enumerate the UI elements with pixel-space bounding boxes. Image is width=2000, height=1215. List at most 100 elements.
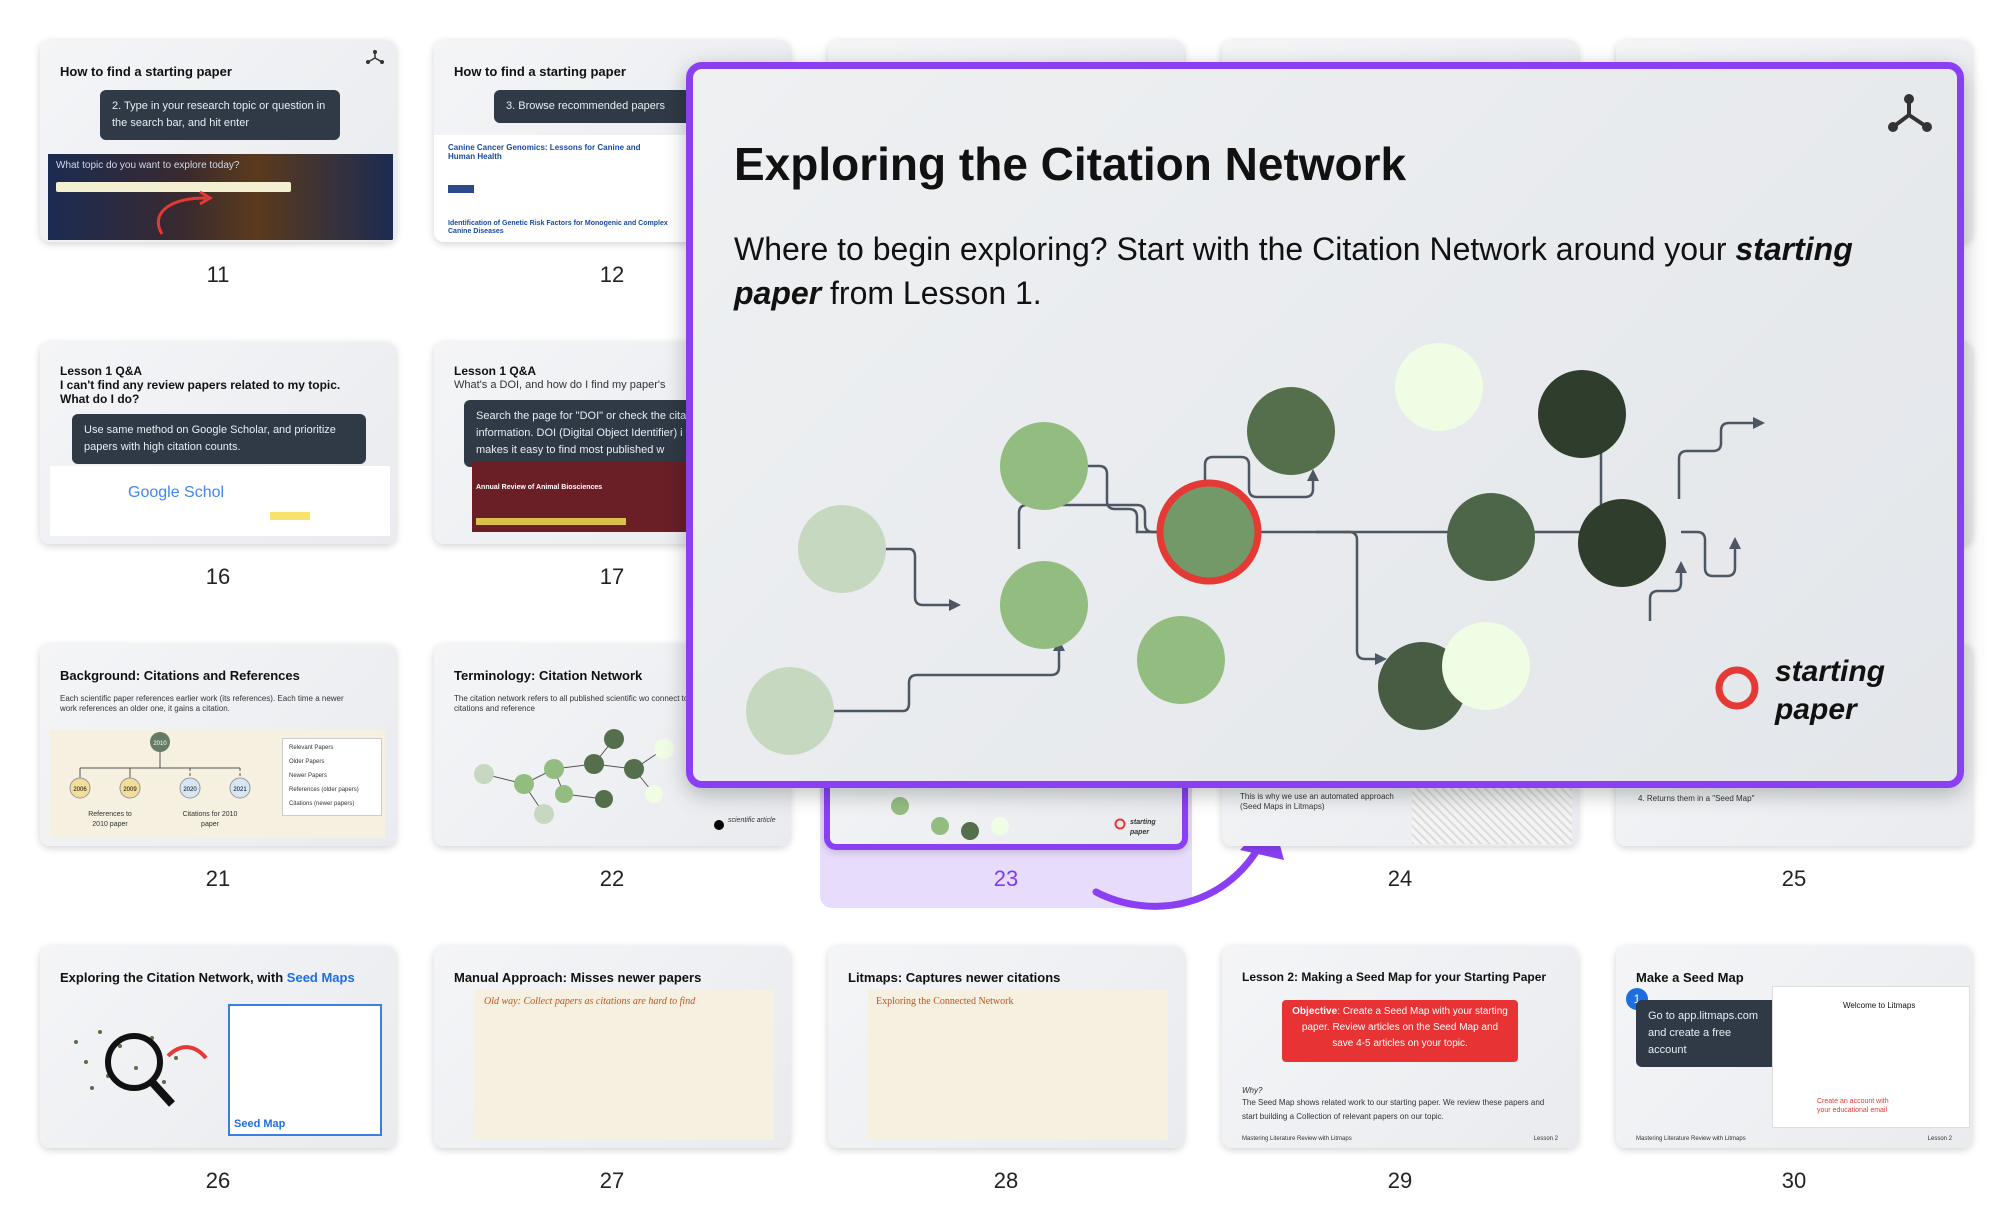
- doi-highlight: [476, 518, 626, 525]
- slide-footer-right: Lesson 2: [1533, 1136, 1558, 1142]
- journal-name: Annual Review of Animal Biosciences: [476, 484, 603, 491]
- instruction-callout: Go to app.litmaps.com and create a free …: [1636, 1000, 1780, 1067]
- slide-title: Make a Seed Map: [1636, 970, 1744, 985]
- google-scholar-logo: Google Schol: [128, 484, 225, 501]
- instruction-callout: 2. Type in your research topic or questi…: [100, 90, 340, 140]
- slide-title: Background: Citations and References: [60, 668, 300, 683]
- network-diagram: [474, 729, 674, 824]
- slide-subtitle: What's a DOI, and how do I find my paper…: [454, 379, 666, 391]
- highlight-cited: [270, 512, 310, 520]
- slide-number: 22: [599, 866, 625, 891]
- slide-title: Terminology: Citation Network: [454, 668, 643, 683]
- welcome-text: Welcome to Litmaps: [1843, 1001, 1916, 1010]
- zoom-slide-body: Where to begin exploring? Start with the…: [734, 231, 1853, 311]
- slide-number: 28: [993, 1168, 1019, 1193]
- slide-title: How to find a starting paper: [454, 64, 626, 79]
- network-node: [1395, 343, 1483, 431]
- zoom-slide-title: Exploring the Citation Network: [734, 138, 1407, 190]
- svg-text:2021: 2021: [233, 787, 247, 793]
- network-node: [1247, 387, 1335, 475]
- node-relevant: [150, 732, 170, 752]
- seed-map-label: Seed Map: [234, 1118, 286, 1130]
- diagram-panel: Exploring the Connected Network: [868, 990, 1168, 1140]
- litmaps-logo-icon: [366, 50, 384, 64]
- slide-number: 12: [599, 262, 625, 287]
- slide-number: 25: [1781, 866, 1807, 891]
- slide-number: 21: [205, 866, 231, 891]
- article-dot-icon: [714, 820, 724, 830]
- litmaps-screenshot: Welcome to Litmaps Create an account wit…: [1772, 986, 1970, 1128]
- slide-body: The citation network refers to all publi…: [454, 694, 769, 713]
- slide-thumbnail-21[interactable]: Background: Citations and References Eac…: [40, 644, 396, 846]
- slide-thumbnail-29[interactable]: Lesson 2: Making a Seed Map for your Sta…: [1222, 946, 1578, 1148]
- slide-title: Manual Approach: Misses newer papers: [454, 970, 702, 985]
- why-label: Why?: [1242, 1086, 1263, 1095]
- diagram-panel: 2010 2006 2009 2020 2021 References to 2…: [50, 730, 385, 838]
- result-title[interactable]: Identification of Genetic Risk Factors f…: [448, 220, 668, 235]
- network-node: [798, 505, 886, 593]
- journal-screenshot: Annual Review of Animal Biosciences: [472, 462, 692, 532]
- seed-map-preview[interactable]: Seed Map: [228, 1004, 382, 1136]
- slide-number: 30: [1781, 1168, 1807, 1193]
- slide-thumbnail-28[interactable]: Litmaps: Captures newer citations Explor…: [828, 946, 1184, 1148]
- citation-network-diagram: [746, 343, 1765, 755]
- slide-number: 29: [1387, 1168, 1413, 1193]
- network-node: [1447, 493, 1535, 581]
- citations-label: Citations for 2010 paper: [182, 811, 238, 828]
- legend-label: starting paper: [1130, 819, 1156, 836]
- svg-text:2006: 2006: [73, 787, 87, 793]
- account-note: Create an account with your educational …: [1817, 1098, 1889, 1114]
- slide-title: How to find a starting paper: [60, 64, 232, 79]
- slide-thumbnail-11[interactable]: How to find a starting paper 2. Type in …: [40, 40, 396, 242]
- slide-number: 17: [599, 564, 625, 589]
- slide-thumbnail-30[interactable]: Make a Seed Map 1 Go to app.litmaps.com …: [1616, 946, 1972, 1148]
- slide-footer-right: Lesson 2: [1927, 1136, 1952, 1142]
- slide-number: 23: [993, 866, 1019, 891]
- node-newer: [229, 777, 251, 799]
- red-arrow-icon: [156, 190, 213, 235]
- slide-number: 26: [205, 1168, 231, 1193]
- slide-body: This is why we use an automated approach…: [1240, 792, 1394, 811]
- diagram-subtitle: Exploring the Connected Network: [876, 996, 1014, 1007]
- starting-paper-node: [1156, 479, 1262, 585]
- references-label: References to 2010 paper: [88, 811, 132, 828]
- slide-title: Lesson 1 Q&A: [454, 364, 537, 378]
- network-node: [1000, 561, 1088, 649]
- network-node: [746, 667, 834, 755]
- diagram-subtitle: Old way: Collect papers as citations are…: [484, 996, 696, 1007]
- slide-number: 27: [599, 1168, 625, 1193]
- mini-network-diagram: [891, 797, 1009, 840]
- node-older: [69, 777, 91, 799]
- slide-footer: Mastering Literature Review with Litmaps: [1242, 1136, 1352, 1142]
- seed-maps-link[interactable]: Seed Maps: [286, 970, 355, 985]
- preview-button[interactable]: [448, 185, 474, 193]
- references-diagram: 2010 2006 2009 2020 2021: [69, 732, 251, 799]
- svg-text:2010: 2010: [153, 741, 167, 747]
- search-bar[interactable]: [56, 182, 291, 192]
- legend-label: scientific article: [728, 817, 776, 824]
- slide-thumbnail-27[interactable]: Manual Approach: Misses newer papers Old…: [434, 946, 790, 1148]
- scholar-screenshot: Google Schol: [50, 466, 390, 536]
- slide-thumbnail-26[interactable]: Exploring the Citation Network, with See…: [40, 946, 396, 1148]
- network-node: [1442, 622, 1530, 710]
- network-node: [1000, 422, 1088, 510]
- zoomed-slide-preview: Exploring the Citation Network Where to …: [686, 62, 1964, 788]
- slide-title: Lesson 1 Q&A I can't find any review pap…: [60, 364, 341, 406]
- svg-text:2009: 2009: [123, 787, 137, 793]
- result-title[interactable]: Canine Cancer Genomics: Lessons for Cani…: [448, 143, 641, 161]
- network-node: [1578, 499, 1666, 587]
- slide-title: Exploring the Citation Network, with See…: [60, 970, 355, 985]
- svg-text:2020: 2020: [183, 787, 197, 793]
- starting-paper-legend: starting paper: [1774, 655, 1885, 726]
- slide-number: 11: [206, 262, 230, 287]
- starting-paper-ring-icon: [1114, 818, 1126, 830]
- slide-body: 4. Returns them in a "Seed Map": [1638, 794, 1755, 803]
- node-older: [119, 777, 141, 799]
- diagram-legend: Relevant Papers Older Papers Newer Paper…: [282, 738, 382, 816]
- slide-title: Lesson 2: Making a Seed Map for your Sta…: [1242, 970, 1547, 984]
- slide-thumbnail-16[interactable]: Lesson 1 Q&A I can't find any review pap…: [40, 342, 396, 544]
- instruction-callout: 3. Browse recommended papers: [494, 90, 708, 123]
- search-prompt: What topic do you want to explore today?: [56, 160, 240, 171]
- diagram-panel: Old way: Collect papers as citations are…: [474, 990, 774, 1140]
- magnifier-network-icon: [74, 1030, 208, 1107]
